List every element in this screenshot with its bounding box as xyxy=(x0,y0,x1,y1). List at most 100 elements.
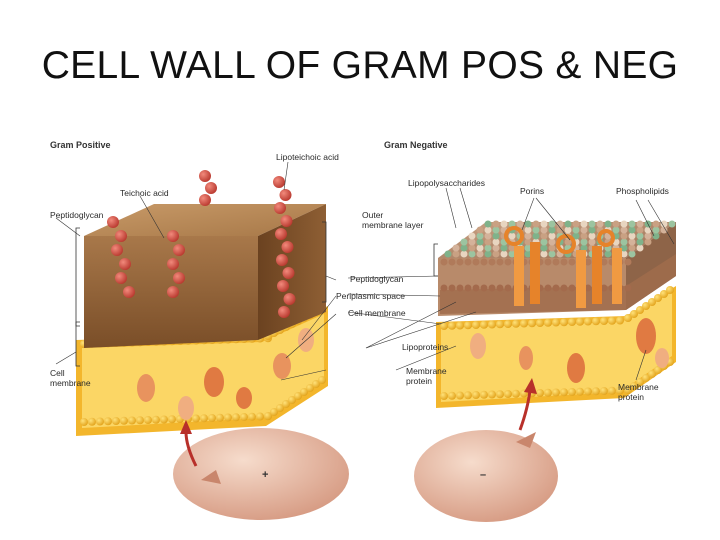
lps-bead xyxy=(484,226,492,234)
gram-positive-cell-sign: + xyxy=(262,469,269,481)
lps-bead xyxy=(644,232,652,240)
lps-bead xyxy=(532,232,540,240)
lipid-head xyxy=(544,318,552,327)
outer-membrane-head xyxy=(488,258,496,266)
lps-bead xyxy=(660,220,668,228)
lps-bead xyxy=(540,232,548,240)
outer-membrane-head xyxy=(544,284,552,292)
lipid-head xyxy=(654,366,662,374)
cell-wall-illustration xyxy=(55,161,676,522)
lipid-head xyxy=(112,417,120,425)
lipid-head xyxy=(200,414,208,423)
outer-membrane-head xyxy=(440,258,448,266)
lps-bead xyxy=(636,220,644,228)
lps-bead xyxy=(484,250,492,258)
gram-negative-membrane-proteins xyxy=(470,318,669,383)
lipid-head xyxy=(504,320,512,328)
lps-bead xyxy=(540,244,548,252)
lipid-head xyxy=(168,415,176,424)
lps-bead xyxy=(564,238,572,246)
lipid-head xyxy=(560,318,568,327)
lps-bead xyxy=(580,232,588,240)
lps-bead xyxy=(492,220,500,228)
lps-bead xyxy=(524,250,532,258)
lipid-head xyxy=(608,386,616,395)
lps-bead xyxy=(476,238,484,246)
lipid-head xyxy=(88,417,96,426)
gram-negative-cell xyxy=(414,430,558,522)
lipid-head xyxy=(224,413,232,422)
outer-membrane-head xyxy=(552,284,560,292)
teichoic-bead xyxy=(111,244,123,256)
teichoic-acid-label: Teichoic acid xyxy=(120,188,169,198)
lipid-head xyxy=(128,416,136,425)
outer-membrane-head xyxy=(568,258,576,266)
lipid-head xyxy=(666,286,674,294)
lipid-head xyxy=(552,318,560,327)
outer-membrane-head xyxy=(464,258,472,266)
lps-bead xyxy=(540,250,548,258)
lps-bead xyxy=(628,226,636,234)
lipid-head xyxy=(80,418,88,426)
gram-positive-diagram xyxy=(55,161,349,520)
lipid-head xyxy=(544,388,552,397)
lipid-head xyxy=(592,317,600,326)
teichoic-bead xyxy=(115,272,127,284)
lipid-head xyxy=(480,320,488,329)
gram-positive-peptidoglycan-label: Peptidoglycan xyxy=(50,210,104,220)
lps-bead xyxy=(476,232,484,240)
outer-membrane-head xyxy=(448,284,456,292)
lipoteichoic-acid-label: Lipoteichoic acid xyxy=(276,152,339,162)
teichoic-bead xyxy=(119,258,131,270)
teichoic-bead xyxy=(173,272,185,284)
outer-membrane-head xyxy=(488,284,496,292)
outer-membrane-head xyxy=(464,284,472,292)
lipid-head xyxy=(608,316,616,325)
outer-membrane-head xyxy=(624,258,632,266)
lps-bead xyxy=(492,244,500,252)
lps-bead xyxy=(580,226,588,234)
lps-bead xyxy=(580,238,588,246)
lipopolysaccharides-label: Lipopolysaccharides xyxy=(408,178,486,188)
outer-membrane-head xyxy=(496,258,504,266)
lipid-head xyxy=(616,386,624,395)
lps-bead xyxy=(540,220,548,228)
lipoproteins-label: Lipoproteins xyxy=(402,342,449,352)
lipid-head xyxy=(208,414,216,422)
lipid-head xyxy=(512,389,520,398)
cell-membrane-label: Cell membrane xyxy=(348,308,406,318)
lipid-head xyxy=(472,321,480,329)
teichoic-bead xyxy=(279,189,292,201)
lipid-head xyxy=(512,319,520,328)
lipid-head xyxy=(584,317,592,326)
lipid-head xyxy=(520,319,528,328)
lps-bead xyxy=(500,220,508,228)
lps-bead xyxy=(484,220,492,228)
lipid-head xyxy=(312,380,320,388)
lps-bead xyxy=(644,238,652,246)
lipid-head xyxy=(240,413,248,421)
outer-membrane-head xyxy=(584,284,592,292)
gram-negative-arrow xyxy=(518,389,532,431)
lipid-head xyxy=(568,318,576,326)
lipid-head xyxy=(660,290,668,298)
lps-bead xyxy=(476,250,484,258)
lipid-head xyxy=(472,391,480,399)
lipid-head xyxy=(144,416,152,424)
outer-membrane-head xyxy=(560,284,568,292)
lps-bead xyxy=(524,244,532,252)
lps-bead xyxy=(508,220,516,228)
lps-bead xyxy=(492,226,500,234)
lipid-head xyxy=(104,417,112,426)
phospholipids-label: Phospholipids xyxy=(616,186,669,196)
gram-positive-cell-membrane-label: Cell membrane xyxy=(50,368,91,388)
lps-bead xyxy=(484,238,492,246)
lps-bead xyxy=(540,238,548,246)
lps-bead xyxy=(596,220,604,228)
teichoic-bead xyxy=(274,202,286,214)
gram-negative-heading: Gram Negative xyxy=(384,140,448,150)
lps-bead xyxy=(620,244,628,252)
lipid-head xyxy=(192,414,200,423)
lipid-head xyxy=(496,390,504,399)
lps-bead xyxy=(628,250,636,258)
